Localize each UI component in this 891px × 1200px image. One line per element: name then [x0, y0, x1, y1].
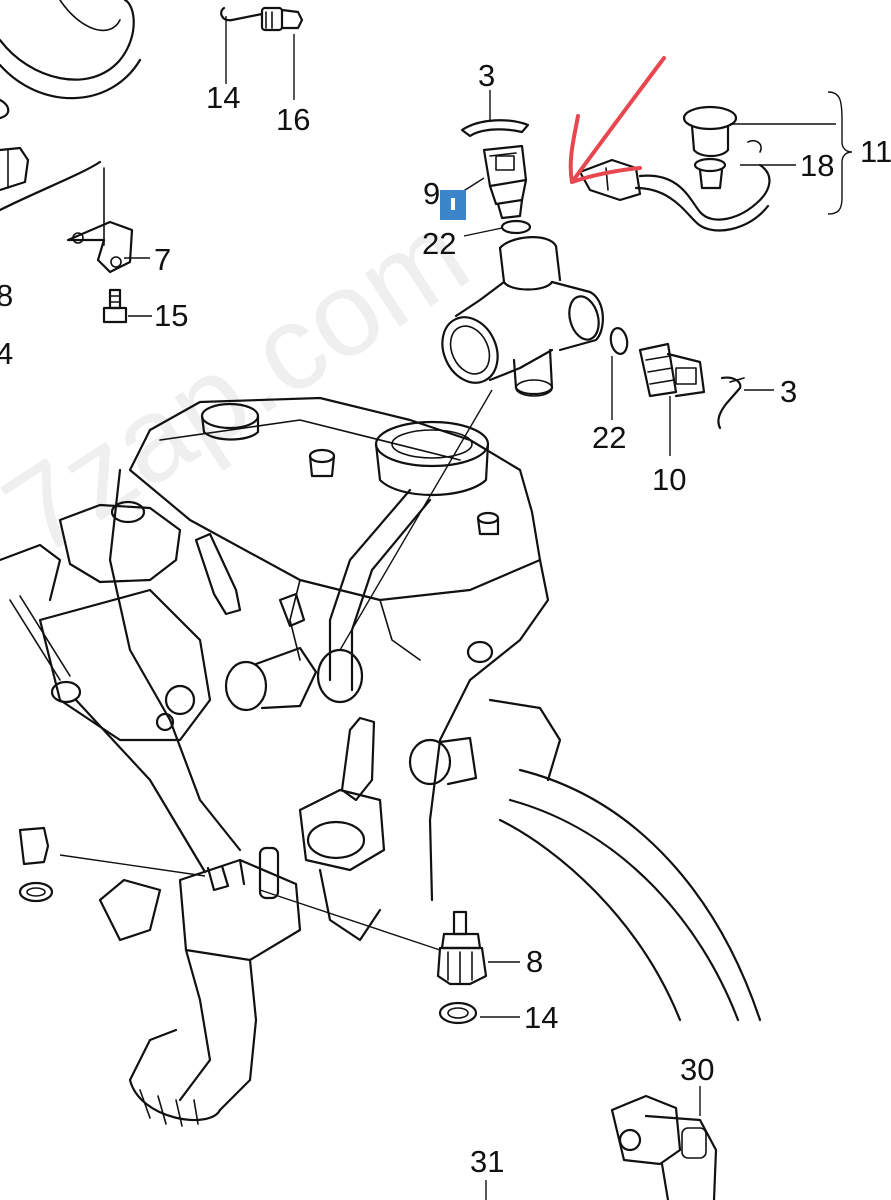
callout-22-top: 22 — [422, 226, 456, 261]
sensor-connector-left-drawing — [0, 146, 102, 212]
callout-14-top: 14 — [206, 80, 240, 115]
group-bracket-11 — [827, 91, 853, 215]
callout-14-bottom: 14 — [524, 1000, 558, 1035]
sealing-washer-14-drawing — [438, 1001, 478, 1025]
callout-8-left: 8 — [0, 278, 13, 313]
watermark-text: 7zap.com — [0, 186, 490, 582]
callout-11: 11 — [860, 134, 891, 169]
retaining-clip-3-mid-drawing — [717, 376, 745, 430]
temperature-sensor-9-drawing — [482, 144, 528, 220]
sensor-30-drawing — [610, 1094, 718, 1200]
o-ring-22-mid-drawing — [609, 327, 629, 355]
callout-9: 9 — [423, 176, 440, 211]
callout-18: 18 — [800, 148, 834, 183]
blue-marker-inner — [451, 198, 455, 210]
pulley-drawing — [0, 0, 142, 120]
bolt-16-drawing — [220, 6, 304, 32]
callout-22-mid: 22 — [592, 420, 626, 455]
sender-18-harness-drawing — [578, 105, 771, 232]
temperature-sender-10-drawing — [638, 342, 706, 398]
callout-10: 10 — [652, 462, 686, 497]
callout-3-top: 3 — [478, 58, 495, 93]
bolt-15-drawing — [102, 288, 128, 324]
callout-31: 31 — [470, 1144, 504, 1179]
callout-3-mid: 3 — [780, 374, 797, 409]
callout-15: 15 — [154, 298, 188, 333]
retaining-clip-3-top-drawing — [460, 119, 530, 138]
callout-30: 30 — [680, 1052, 714, 1087]
leader-lines — [59, 16, 836, 1200]
callout-16: 16 — [276, 102, 310, 137]
engine-block-drawing — [0, 396, 762, 1127]
callout-8: 8 — [526, 944, 543, 979]
callout-7: 7 — [154, 242, 171, 277]
red-arrow-annotation — [568, 56, 666, 184]
o-ring-22-top-drawing — [500, 219, 532, 235]
oil-pressure-switch-8-drawing — [436, 910, 488, 986]
coolant-flange-drawing — [441, 236, 604, 397]
callout-4-left: 4 — [0, 336, 13, 371]
callout-labels: 3 9 22 11 18 14 16 7 15 8 4 22 10 3 8 14… — [0, 58, 891, 1179]
bracket-7-drawing — [66, 167, 134, 274]
